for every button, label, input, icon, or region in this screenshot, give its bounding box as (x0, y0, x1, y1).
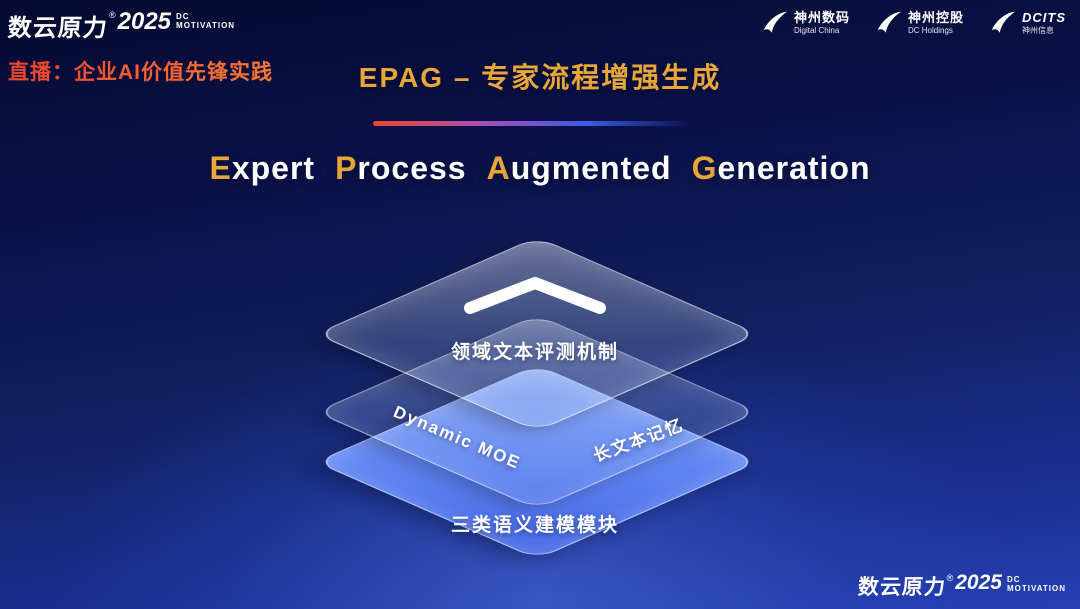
partner-logos: 神州数码 Digital China 神州控股 DC Holdings DCIT… (762, 10, 1066, 36)
chevron-up-icon (462, 276, 608, 314)
partner-subname: Digital China (793, 25, 840, 35)
brand-sub-top: DC (176, 12, 190, 21)
dcits-swoosh-icon (990, 10, 1016, 36)
live-stream-label: 直播：企业AI价值先锋实践 (8, 56, 273, 86)
english-title-word: Augmented (486, 150, 672, 186)
digital-china-swoosh-icon (762, 10, 788, 36)
brand-sub-bottom: MOTIVATION (1006, 584, 1066, 594)
english-title-word: Generation (691, 150, 871, 186)
partner-name: DCITS (1022, 9, 1066, 25)
english-title-word: Process (335, 150, 467, 186)
page-title: EPAG – 专家流程增强生成 (358, 62, 722, 93)
partner-name: 神州数码 (793, 9, 850, 25)
partner-name: 神州控股 (907, 9, 964, 25)
partner-subname: DC Holdings (907, 25, 953, 35)
partner-dcits: DCITS 神州信息 (990, 10, 1066, 36)
brand-sub-bottom: MOTIVATION (176, 21, 236, 31)
footer-brand-logo: 数云原力 ® 2025 DC MOTIVATION (856, 571, 1066, 601)
top-layer-label: 领域文本评测机制 (450, 342, 619, 363)
brand-logo: 数云原力 ® 2025 DC MOTIVATION (7, 8, 235, 43)
brand-year: 2025 (117, 8, 172, 35)
brand-subtitle: DC MOTIVATION (176, 12, 235, 30)
brand-registered-mark: ® (109, 10, 116, 20)
dc-holdings-swoosh-icon (876, 10, 902, 36)
title-gradient-divider (373, 121, 691, 126)
bottom-layer-label: 三类语义建模模块 (450, 515, 619, 536)
english-title-word: Expert (209, 150, 316, 186)
brand-subtitle: DC MOTIVATION (1007, 575, 1066, 593)
partner-digital-china: 神州数码 Digital China (762, 10, 850, 36)
partner-dc-holdings: 神州控股 DC Holdings (876, 10, 964, 36)
brand-registered-mark: ® (946, 573, 954, 583)
brand-year: 2025 (955, 571, 1002, 594)
brand-sub-top: DC (1006, 575, 1021, 584)
brand-name: 数云原力 (856, 576, 947, 599)
english-title: Expert Process Augmented Generation (0, 150, 1080, 187)
partner-subname: 神州信息 (1022, 25, 1054, 35)
